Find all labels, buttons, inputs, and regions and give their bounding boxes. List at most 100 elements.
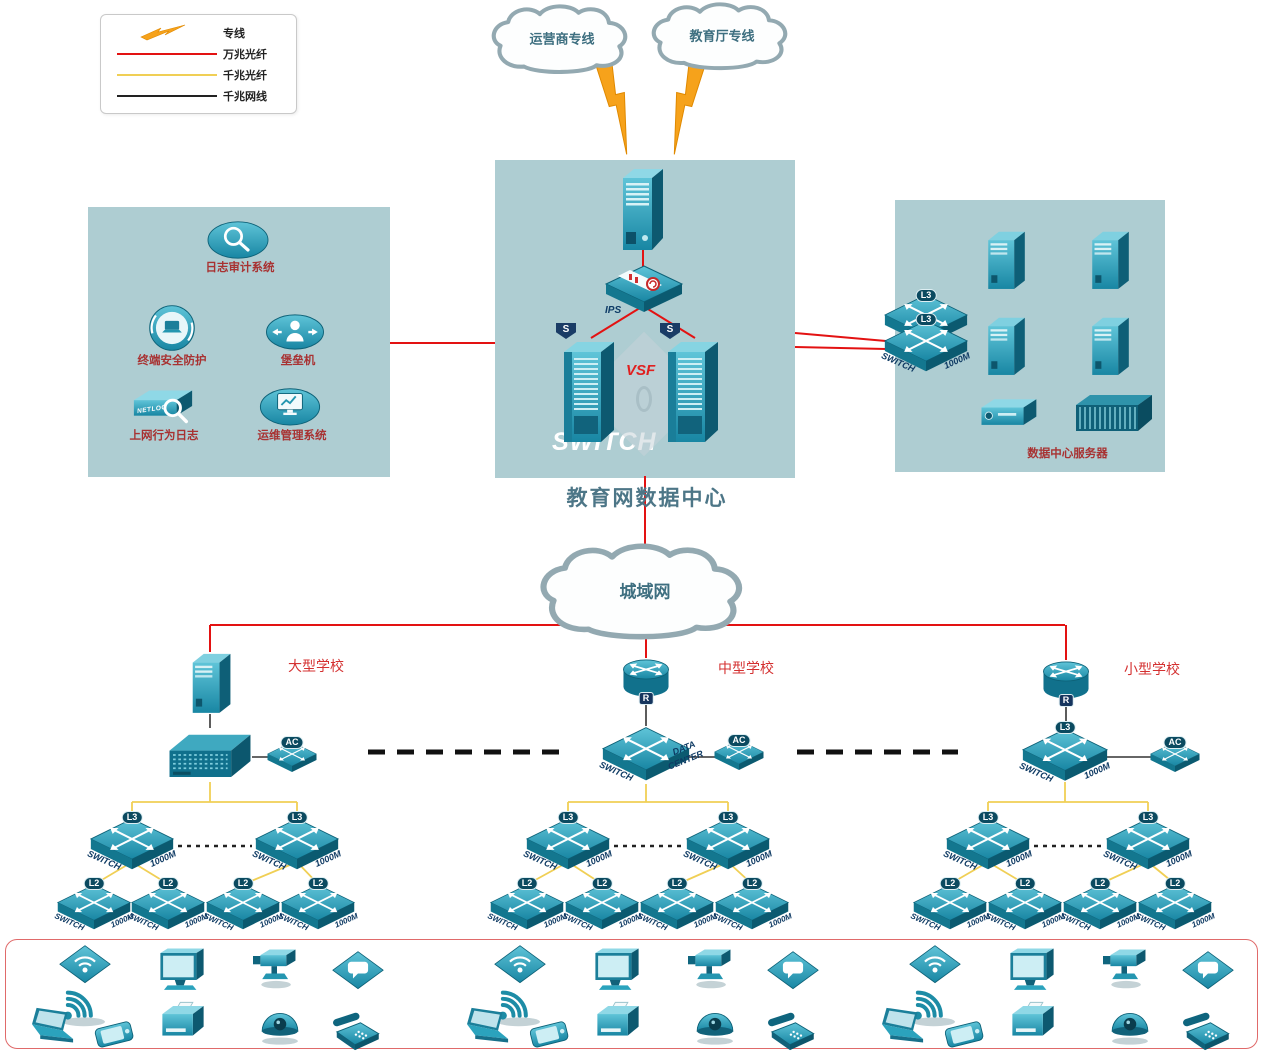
chat-device-icon [329,950,387,992]
wireless-ap [492,944,548,986]
cloud-education: 教育厅专线 [646,2,798,74]
large-school-ac: AC [267,736,317,773]
camera-icon [686,944,738,992]
monitor-icon [590,946,644,996]
laptop [25,1006,81,1048]
ops-icon [258,384,322,426]
desktop-monitor [590,946,644,996]
dc-storage [976,394,1040,432]
bastion-label: 堡垒机 [280,355,316,367]
blade-chassis-icon [1072,390,1156,436]
dome-camera-icon [1105,1004,1155,1046]
ac-badge: AC [727,734,751,747]
audit-icon [206,220,270,260]
large-school-l2-switch-3: L2 SWITCH 1000M [202,877,284,932]
dome-camera [255,1004,305,1046]
server-zone-switch-lower: L3 SWITCH 1000M [880,313,972,374]
printer [1007,1000,1059,1046]
server-icon [982,314,1028,378]
l3-badge: L3 [977,811,999,824]
l3-badge: L3 [915,289,937,302]
vsf-link-ring [636,386,652,412]
storage-icon [976,394,1040,432]
endpoint-security [147,303,197,353]
small-school-l3-switch-1: L3 SWITCH 1000M [942,811,1034,872]
large-school-l2-switch-4: L2 SWITCH 1000M [277,877,359,932]
l3-badge: L3 [557,811,579,824]
wireless-ap-icon [492,944,548,986]
small-school-router: R [1040,658,1092,707]
router-badge: R [638,692,654,705]
large-school-l3-switch-2: L3 SWITCH 1000M [251,811,343,872]
l3-badge: L3 [286,811,308,824]
telephone-icon [762,1010,818,1052]
large-school-label: 大型学校 [288,658,344,674]
l2-badge: L2 [591,877,613,890]
core-switch-1: S [556,323,626,448]
voip-gateway [764,950,822,992]
chat-device-icon [1179,950,1237,992]
chassis-switch-icon [660,336,730,448]
cloud-education-label: 教育厅专线 [689,28,755,44]
medium-school-core-switch: SWITCH DATA CENTER [598,724,705,784]
ptz-camera [1101,944,1153,992]
vsf-label: VSF [626,362,656,379]
medium-school-l2-switch-4: L2 SWITCH 1000M [711,877,793,932]
medium-school-l2-switch-3: L2 SWITCH 1000M [636,877,718,932]
dome-camera-icon [255,1004,305,1046]
telephone-icon [1177,1010,1233,1052]
medium-school-l3-switch-2: L3 SWITCH 1000M [682,811,774,872]
endpoint-security-icon [147,303,197,353]
large-school-l2-switch-1: L2 SWITCH 1000M [53,877,135,932]
medium-school-l2-switch-2: L2 SWITCH 1000M [561,877,643,932]
large-school-l2-switch-2: L2 SWITCH 1000M [127,877,209,932]
printer [157,1000,209,1046]
legend: 专线 万兆光纤 千兆光纤 千兆网线 [100,14,297,114]
printer-icon [1007,1000,1059,1046]
l2-badge: L2 [1014,877,1036,890]
printer [592,1000,644,1046]
firewall-icon [617,166,669,252]
laptop-icon [25,1006,81,1048]
server-icon [1086,314,1132,378]
wireless-ap-icon [57,944,113,986]
l2-badge: L2 [307,877,329,890]
l2-badge: L2 [83,877,105,890]
smartphone-icon [522,1016,576,1052]
netlog-device: NETLOG [130,384,196,426]
telephone-icon [327,1010,383,1052]
large-school-core-switch [166,726,254,784]
legend-label-1g-cable: 千兆网线 [223,90,267,103]
vendor-flag: S [556,323,576,339]
ops-management [258,384,322,426]
server-zone-switch-upper: L3 [884,289,968,346]
dc-server-2 [1086,228,1132,292]
core-switch-2: S [660,323,730,448]
smartphone-icon [937,1016,991,1052]
ptz-camera [686,944,738,992]
ips-device: IPS [604,262,684,316]
printer-icon [157,1000,209,1046]
ac-badge: AC [1163,736,1187,749]
bastion-host [264,313,326,351]
l2-badge: L2 [1089,877,1111,890]
dc-blade-chassis [1072,390,1156,436]
server-zone-label: 数据中心服务器 [1027,448,1108,460]
small-school-l3-switch-2: L3 SWITCH 1000M [1102,811,1194,872]
legend-row-10g: 万兆光纤 [111,43,286,64]
ops-label: 运维管理系统 [257,430,327,442]
cloud-metro: 城域网 [532,543,758,645]
l3-badge: L3 [915,313,937,326]
cloud-carrier: 运营商专线 [486,4,638,78]
legend-row-1g-fiber: 千兆光纤 [111,64,286,85]
legend-row-dedicated: 专线 [111,22,286,43]
medium-school-l3-switch-1: L3 SWITCH 1000M [522,811,614,872]
lightning-icon [140,24,186,40]
small-school-label: 小型学校 [1124,661,1180,677]
smartphone [87,1016,141,1052]
laptop [875,1006,931,1048]
dc-server-1 [982,228,1028,292]
ip-phone [327,1010,383,1052]
printer-icon [592,1000,644,1046]
